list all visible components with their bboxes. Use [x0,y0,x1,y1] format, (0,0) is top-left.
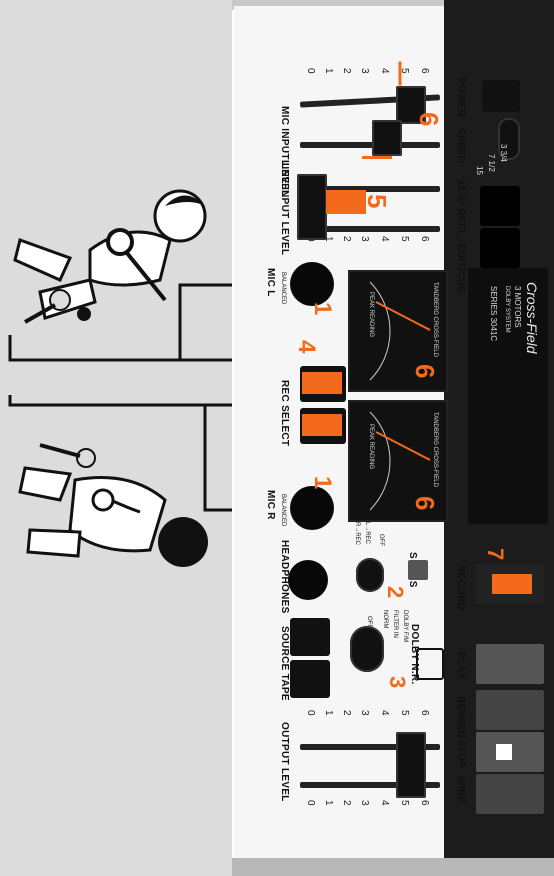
power-label: POWER [455,78,466,117]
line-scale-number-3: 3 [359,236,370,242]
dolby-knob[interactable] [350,626,384,672]
sons-r-rec: R→REC [354,522,360,545]
output-scale-number-r-1: 1 [323,800,334,806]
rec-select-label: REC SELECT [279,380,290,446]
mic-l-label: MIC L [265,268,276,297]
dolby-fm: DOLBY F/M [402,610,408,642]
mic-slider-track-r [300,142,440,148]
meter-right-brand: TANDBERG CROSS-FIELD [432,412,438,487]
headphones-jack[interactable] [288,560,328,600]
speed-value-3: 3 3/4 [499,144,508,162]
source-button[interactable] [290,618,330,656]
line-scale-number-5: 5 [399,236,410,242]
sons-off: OFF [378,534,384,546]
output-scale-number-2: 2 [341,710,352,716]
play-button[interactable] [476,644,544,684]
dolby-filter: FILTER IN [392,610,398,638]
callout-3: 3 [384,676,410,688]
sons-l-rec: L→REC [364,522,370,544]
line-scale-number-6: 6 [419,236,430,242]
output-scale-number-4: 4 [379,710,390,716]
speed-value-7: 7 1/2 [487,154,496,172]
cable-illustration [0,0,232,876]
callout-6-arrow-l [399,62,402,86]
callout-4-arrow-r [302,414,342,436]
callout-6-mic: 6 [413,112,444,126]
rewind-label: REWIND [455,696,466,738]
stop-indicator [496,744,512,760]
callout-2: 2 [382,586,408,598]
output-scale-number-1: 1 [323,710,334,716]
callout-4-arrow-l [302,372,342,394]
output-scale-number-6: 6 [419,710,430,716]
output-scale-number-r-0: 0 [305,800,316,806]
input-scale-number-1: 1 [323,68,334,74]
callout-6-meter-l: 6 [409,364,440,378]
callout-6-arrow-r [362,156,392,159]
callout-6-meter-r: 6 [409,496,440,510]
output-scale-number-0: 0 [305,710,316,716]
callout-7-arrow [492,574,532,594]
speed-value-15: 15 [475,166,484,175]
power-button[interactable] [482,80,520,112]
balanced-l-label: BALANCED [280,272,286,304]
mic-r-label: MIC R [265,490,276,520]
brand-script: Cross-Field [524,282,540,354]
play-label: PLAY [455,652,466,679]
callout-1-r: 1 [308,476,336,489]
output-level-label: OUTPUT LEVEL [279,722,290,802]
output-scale-number-5: 5 [399,710,410,716]
line-scale-number-2: 2 [341,236,352,242]
callout-7: 7 [482,548,508,560]
sons-knob[interactable] [356,558,384,592]
output-scale-number-r-2: 2 [341,800,352,806]
meter-left-brand: TANDBERG CROSS-FIELD [432,282,438,357]
tape-button[interactable] [290,660,330,698]
reel-label: 10½" REEL [455,180,466,236]
output-slider-knob[interactable] [396,732,426,798]
input-scale-number-6: 6 [419,68,430,74]
line-input-label: LINE INPUT LEVEL [279,160,290,255]
speed-label: SPEED [455,128,466,163]
meter-left-peak: PEAK READING [368,292,374,337]
rewind-button[interactable] [476,690,544,730]
output-scale-number-r-6: 6 [419,800,430,806]
line-scale-number-4: 4 [379,236,390,242]
dolby-norm: NORM [382,610,388,628]
brand-dolby: DOLBY SYSTEM [504,286,510,333]
input-scale-number-3: 3 [359,68,370,74]
mic-jack-l[interactable] [290,262,334,306]
edit-cue-label: EDIT/CUE [455,244,466,293]
output-scale-number-r-3: 3 [359,800,370,806]
dolby-indicator [416,648,444,680]
brand-motors: 3 MOTORS [513,286,522,328]
stop-label: STOP [455,740,466,768]
brand-series: SERIES 3041C [489,286,498,341]
source-tape-label: SOURCE TAPE [279,626,290,701]
line-slider-knob[interactable] [297,174,327,240]
record-label: RECORD [455,565,466,610]
callout-5: 5 [361,194,392,208]
sons-indicator [408,560,428,580]
callout-5-arrow [326,190,366,214]
input-scale-number-2: 2 [341,68,352,74]
wind-label: WIND [455,776,466,804]
edit-cue-button[interactable] [480,228,520,268]
deck-trim-bottom [232,858,554,876]
reel-button[interactable] [480,186,520,226]
mic-slider-knob-r[interactable] [372,120,402,156]
output-scale-number-r-5: 5 [399,800,410,806]
input-scale-number-4: 4 [379,68,390,74]
input-scale-number-0: 0 [305,68,316,74]
output-scale-number-3: 3 [359,710,370,716]
balanced-r-label: BALANCED [280,494,286,526]
meter-right-peak: PEAK READING [368,424,374,469]
mic-jack-r[interactable] [290,486,334,530]
wind-button[interactable] [476,774,544,814]
callout-4: 4 [292,340,320,353]
callout-1-l: 1 [308,302,336,315]
output-scale-number-r-4: 4 [379,800,390,806]
